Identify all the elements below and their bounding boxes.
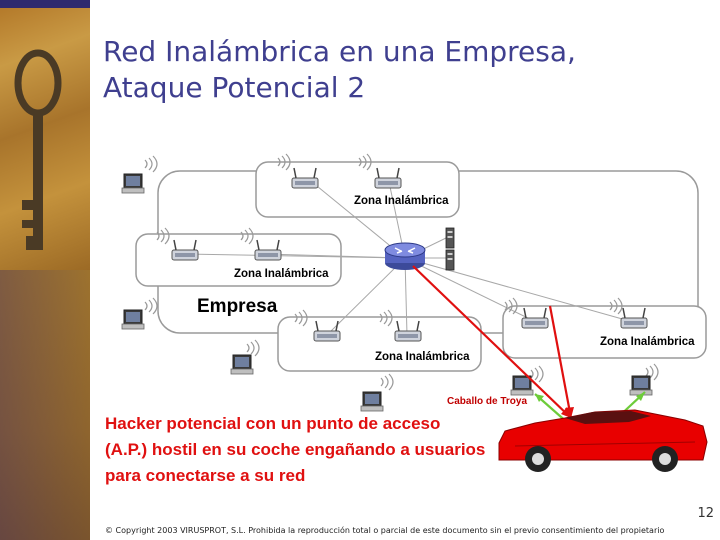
hacker-description: Hacker potencial con un punto de acceso … — [105, 411, 525, 489]
hacker-description-line: para conectarse a su red — [105, 466, 306, 485]
router-icon — [384, 242, 426, 270]
car-icon — [498, 409, 708, 472]
server-icon — [445, 249, 455, 271]
key-icon — [14, 49, 62, 250]
server-icon — [445, 227, 455, 249]
side-decoration — [0, 0, 90, 540]
hacker-description-line: Hacker potencial con un punto de acceso — [105, 414, 441, 433]
zone-left — [135, 233, 342, 287]
zone-label-bottom: Zona Inalámbrica — [375, 351, 470, 363]
zone-top — [255, 161, 460, 218]
network-diagram-graphic — [121, 153, 708, 472]
zone-label-right: Zona Inalámbrica — [600, 336, 695, 348]
zone-label-left: Zona Inalámbrica — [234, 268, 329, 280]
copyright-notice: © Copyright 2003 VIRUSPROT, S.L. Prohibi… — [105, 526, 665, 535]
side-decoration-shade — [0, 270, 90, 540]
page-number: 12 — [697, 506, 714, 521]
key-image — [0, 8, 90, 270]
zone-label-top: Zona Inalámbrica — [354, 195, 449, 207]
laptop-icon — [629, 375, 653, 396]
network-diagram: Zona Inalámbrica Zona Inalámbrica Zona I… — [95, 150, 720, 495]
laptop-icon — [121, 309, 145, 330]
laptop-icon — [121, 173, 145, 194]
hacker-description-line: (A.P.) hostil en su coche engañando a us… — [105, 440, 486, 459]
laptop-icon — [230, 354, 254, 375]
laptop-icon — [360, 391, 384, 412]
slide-title: Red Inalámbrica en una Empresa, Ataque P… — [103, 35, 576, 104]
trojan-horse-label: Caballo de Troya — [447, 396, 528, 407]
attack-links — [412, 265, 646, 425]
zone-right — [502, 305, 707, 359]
company-label: Empresa — [197, 296, 278, 317]
